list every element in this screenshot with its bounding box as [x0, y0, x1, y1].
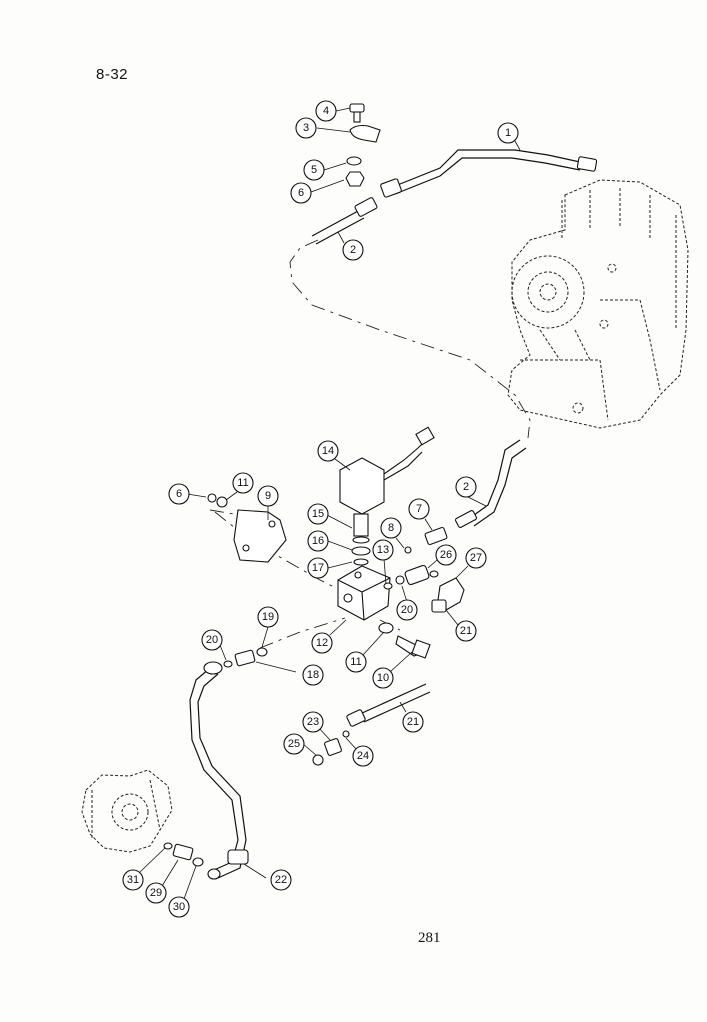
fittings-right	[383, 526, 465, 613]
callout-26: 26	[435, 544, 457, 566]
fittings-mid-left	[223, 647, 268, 668]
callout-23: 23	[302, 711, 324, 733]
callout-label: 2	[463, 481, 469, 493]
callout-label: 12	[316, 637, 328, 649]
hose-2-upper	[311, 197, 378, 245]
callout-30: 30	[168, 896, 190, 918]
callout-6-mid: 6	[168, 483, 190, 505]
callout-10: 10	[372, 667, 394, 689]
callout-label: 19	[262, 611, 274, 623]
callout-label: 30	[173, 901, 185, 913]
callout-20-mid: 20	[396, 599, 418, 621]
callout-16: 16	[307, 530, 329, 552]
callout-31: 31	[122, 869, 144, 891]
callout-label: 21	[460, 625, 472, 637]
callout-22: 22	[270, 869, 292, 891]
callout-27: 27	[465, 547, 487, 569]
callout-19: 19	[257, 606, 279, 628]
callout-label: 22	[275, 874, 287, 886]
callout-4: 4	[315, 100, 337, 122]
transmission-housing	[507, 179, 689, 429]
callout-label: 14	[322, 445, 334, 457]
callout-label: 25	[288, 738, 300, 750]
callout-14: 14	[317, 440, 339, 462]
callout-label: 5	[311, 164, 317, 176]
callout-label: 26	[440, 549, 452, 561]
callout-3: 3	[295, 117, 317, 139]
callout-24: 24	[352, 745, 374, 767]
callout-25: 25	[283, 733, 305, 755]
hose-2-lower	[454, 439, 527, 528]
bracket	[207, 493, 287, 563]
callout-label: 7	[416, 503, 422, 515]
callout-label: 20	[401, 604, 413, 616]
callout-6-top: 6	[290, 182, 312, 204]
callout-label: 3	[303, 122, 309, 134]
fittings-pump	[163, 842, 204, 867]
callout-label: 6	[298, 187, 304, 199]
callout-label: 11	[237, 477, 248, 489]
hydraulic-pump	[81, 769, 173, 853]
tube-assembly-1	[380, 149, 598, 198]
callout-8: 8	[380, 517, 402, 539]
callout-label: 17	[312, 562, 324, 574]
callout-label: 9	[265, 490, 271, 502]
callout-1: 1	[497, 122, 519, 144]
callout-13: 13	[372, 539, 394, 561]
callout-label: 23	[307, 716, 319, 728]
callout-29: 29	[145, 882, 167, 904]
callout-label: 8	[388, 522, 394, 534]
callout-2-lower: 2	[455, 476, 477, 498]
callout-label: 2	[350, 244, 356, 256]
callout-label: 10	[377, 672, 389, 684]
tube-22	[189, 661, 249, 880]
callout-label: 13	[377, 544, 389, 556]
callout-label: 29	[150, 887, 162, 899]
leader-lines	[139, 107, 521, 900]
callout-18: 18	[302, 664, 324, 686]
callout-21-lower: 21	[402, 711, 424, 733]
page-number: 281	[418, 930, 441, 946]
valve-block	[337, 565, 391, 621]
callout-label: 16	[312, 535, 324, 547]
solenoid-valve	[339, 426, 435, 566]
callout-label: 21	[407, 716, 419, 728]
callout-20-left: 20	[201, 629, 223, 651]
section-id: 8-32	[96, 66, 129, 83]
callout-label: 31	[127, 874, 139, 886]
callout-label: 6	[176, 488, 182, 500]
callout-label: 1	[505, 127, 511, 139]
callout-15: 15	[307, 503, 329, 525]
callout-label: 4	[323, 105, 329, 117]
callout-label: 20	[206, 634, 218, 646]
callout-17: 17	[307, 557, 329, 579]
callout-5: 5	[303, 159, 325, 181]
callout-7: 7	[408, 498, 430, 520]
callout-label: 24	[357, 750, 369, 762]
fittings-lower	[312, 730, 350, 766]
callout-11-lower: 11	[345, 651, 367, 673]
callout-label: 15	[312, 508, 324, 520]
callout-label: 18	[307, 669, 319, 681]
callout-2-upper: 2	[342, 239, 364, 261]
callout-21-upper: 21	[455, 620, 477, 642]
callout-11-upper: 11	[232, 472, 254, 494]
callout-9: 9	[257, 485, 279, 507]
callout-label: 11	[350, 656, 361, 668]
callout-12: 12	[311, 632, 333, 654]
tube-21-lower	[346, 683, 431, 727]
fitting-hardware-top	[345, 103, 381, 187]
bolt-and-washer	[378, 622, 431, 659]
callout-label: 27	[470, 552, 482, 564]
